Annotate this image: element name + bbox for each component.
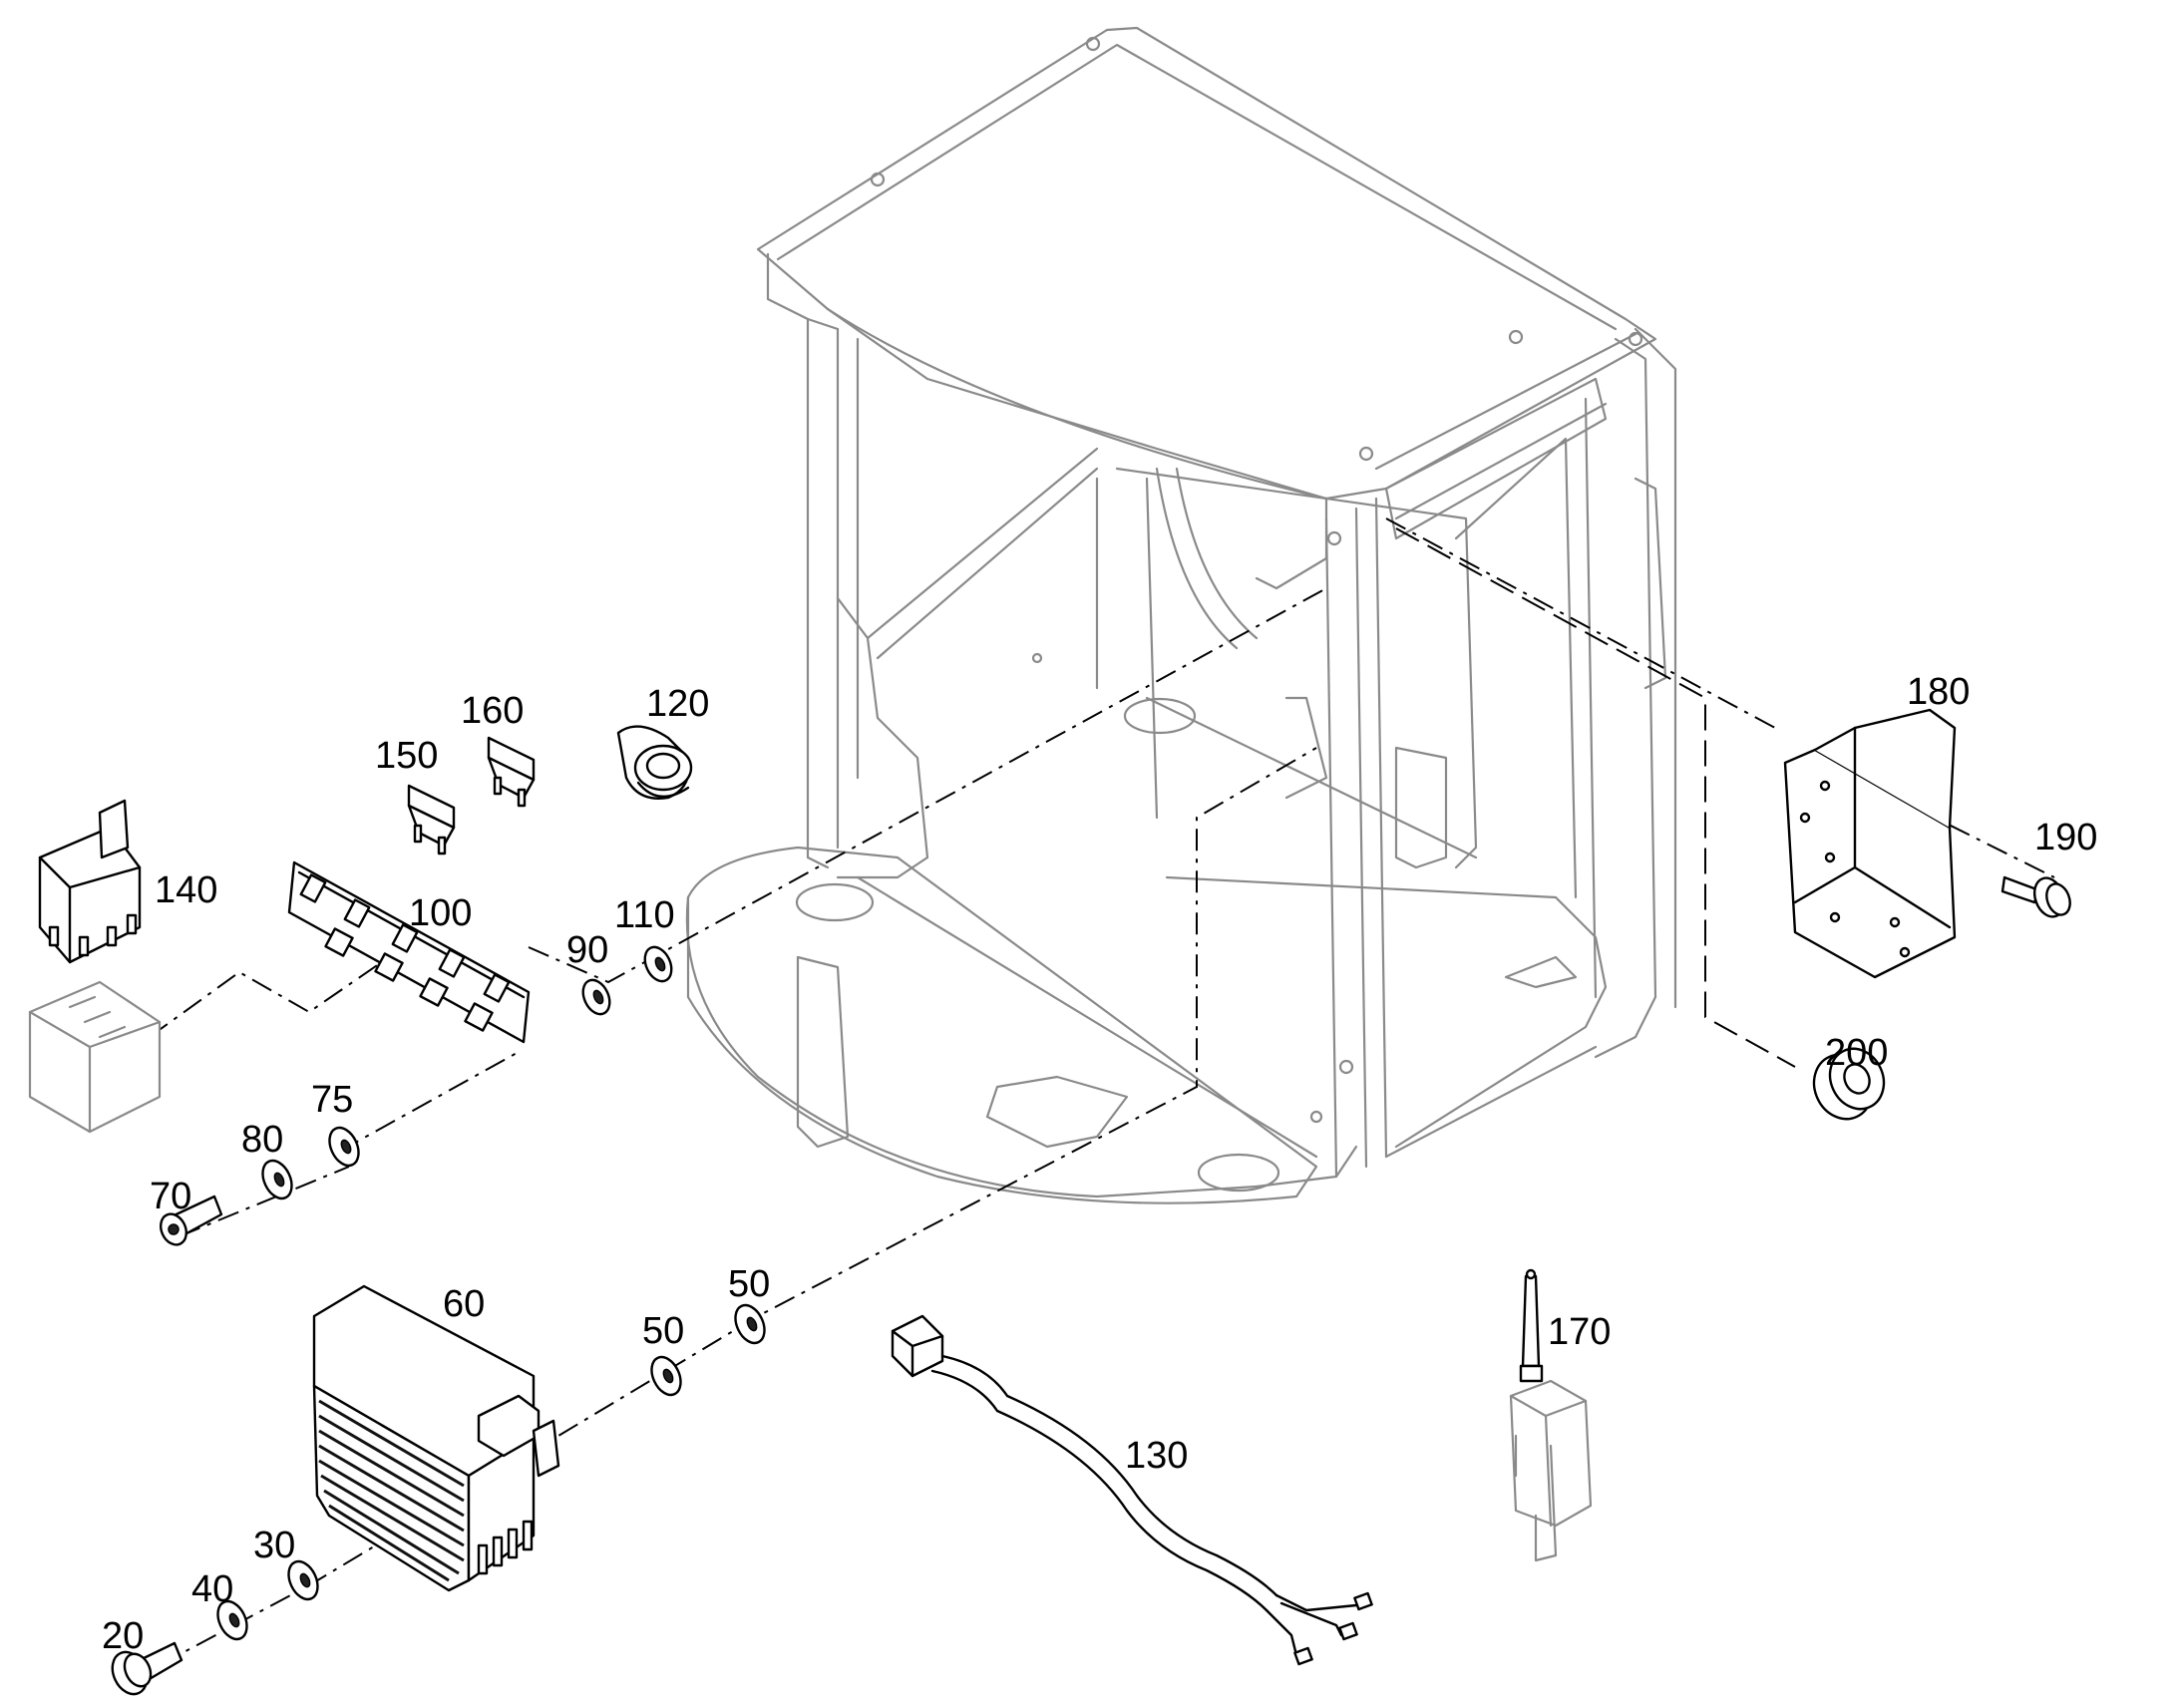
part-180-bracket: [1783, 708, 1957, 979]
callout-180: 180: [1907, 671, 1970, 713]
part-140-relay: [38, 799, 142, 964]
callout-120: 120: [646, 683, 709, 725]
part-80-washer: [261, 1159, 293, 1200]
part-150-fuse: [407, 784, 456, 855]
part-50-washer-a: [650, 1355, 682, 1397]
part-160-fuse: [487, 736, 536, 808]
callout-190: 190: [2034, 817, 2097, 858]
part-90-washer: [581, 978, 611, 1016]
callout-80: 80: [241, 1119, 283, 1161]
callout-75: 75: [311, 1079, 353, 1121]
callout-20: 20: [102, 1615, 144, 1657]
callout-60: 60: [443, 1283, 485, 1325]
part-75-washer: [328, 1126, 360, 1168]
callout-labels: 20 30 40 50 50 60 70 75 80 90 100 110 12…: [102, 671, 2097, 1657]
part-40-washer: [216, 1599, 248, 1641]
callout-140: 140: [155, 869, 217, 911]
callout-90: 90: [566, 929, 608, 971]
connector-reference-gray: [1509, 1379, 1593, 1562]
part-190-screw: [2000, 875, 2071, 918]
part-70-screw: [159, 1195, 223, 1246]
cab-frame: [685, 26, 1677, 1204]
part-100-socket-plate: [287, 860, 531, 1044]
part-60-control-module: [312, 1284, 560, 1592]
callout-150: 150: [375, 735, 438, 777]
part-170-antenna-pin: [1519, 1268, 1544, 1383]
callout-200: 200: [1825, 1032, 1888, 1074]
callout-70: 70: [150, 1176, 191, 1217]
callout-30: 30: [253, 1525, 295, 1566]
part-50-washer-b: [734, 1303, 766, 1345]
part-120-cable-clamp: [616, 725, 693, 800]
part-20-screw: [111, 1641, 183, 1696]
callout-100: 100: [409, 892, 472, 934]
callout-50-lower: 50: [642, 1310, 684, 1352]
callout-160: 160: [461, 690, 524, 732]
callout-40: 40: [191, 1568, 233, 1610]
callout-110: 110: [614, 894, 675, 936]
part-200-grommet: [1812, 1047, 1886, 1121]
part-130-wiring-harness: [891, 1314, 1373, 1666]
relay-reference-gray: [28, 980, 162, 1134]
callout-130: 130: [1125, 1435, 1188, 1477]
callout-50-upper: 50: [728, 1263, 770, 1305]
callout-170: 170: [1548, 1311, 1611, 1353]
part-30-washer: [287, 1559, 319, 1601]
part-110-washer: [643, 945, 673, 983]
